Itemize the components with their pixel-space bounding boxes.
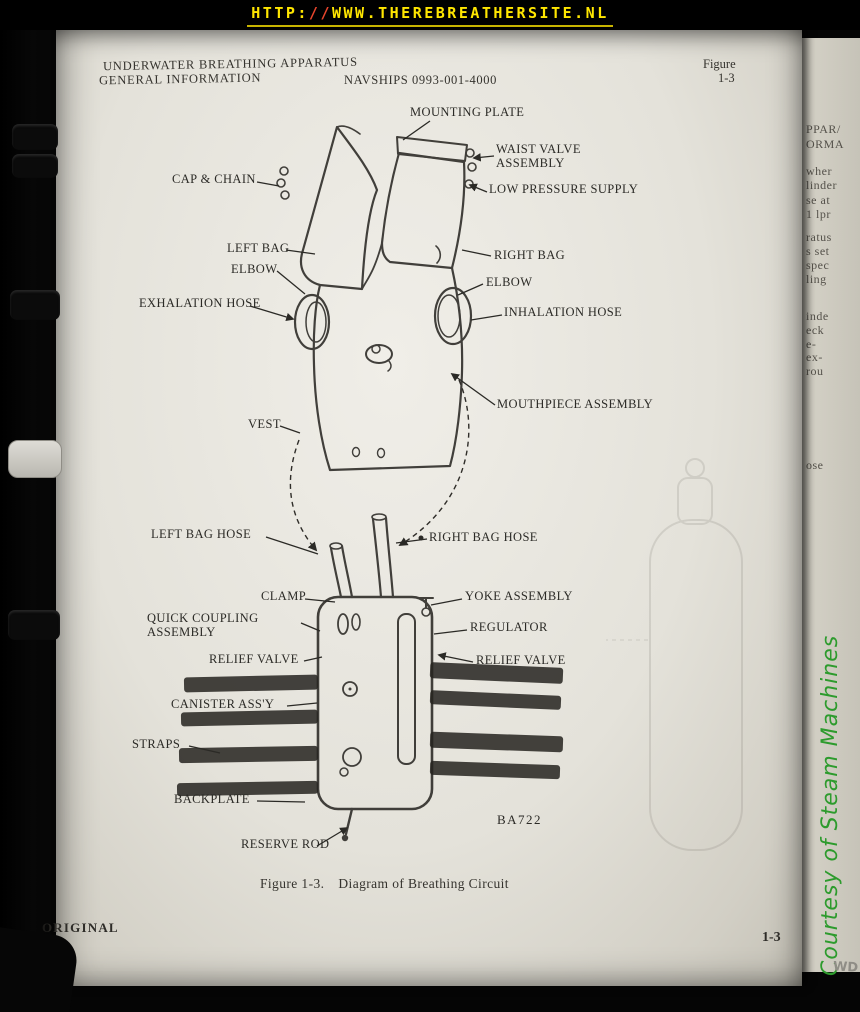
label-straps: STRAPS (132, 737, 181, 751)
binder-comb-tooth (8, 610, 60, 640)
corner-mark: WD (832, 959, 859, 976)
label-clamp: CLAMP (261, 589, 307, 603)
label-right-bag: RIGHT BAG (494, 248, 566, 262)
edge-text-fragment: e- (806, 337, 817, 351)
figure-number: 1-3 (718, 71, 735, 85)
footer-page-number: 1-3 (762, 930, 781, 945)
label-quick-coupling-assembly: QUICK COUPLING ASSEMBLY (147, 611, 259, 639)
edge-text-fragment: inde (806, 309, 829, 323)
footer-original: ORIGINAL (42, 920, 119, 935)
edge-text-fragment: ex- (806, 350, 823, 364)
url-slashes: // (308, 3, 332, 22)
manual-page (56, 28, 802, 986)
edge-text-fragment: eck (806, 323, 825, 337)
label-elbow-left: ELBOW (231, 262, 278, 276)
label-yoke-assembly: YOKE ASSEMBLY (465, 589, 573, 603)
label-waist-valve-assembly: WAIST VALVE ASSEMBLY (496, 142, 581, 170)
label-elbow-right: ELBOW (486, 275, 533, 289)
label-cap-and-chain: CAP & CHAIN (172, 172, 256, 186)
edge-text-fragment: se at (806, 193, 831, 207)
binder-comb-tooth (10, 290, 60, 320)
label-relief-valve-left: RELIEF VALVE (209, 652, 299, 666)
label-canister-assembly: CANISTER ASS'Y (171, 697, 275, 711)
edge-text-fragment: wher (806, 164, 832, 178)
doc-number: NAVSHIPS 0993-001-4000 (344, 73, 497, 87)
label-relief-valve-right: RELIEF VALVE (476, 653, 566, 667)
label-right-bag-hose: RIGHT BAG HOSE (429, 530, 538, 544)
caption-text: Diagram of Breathing Circuit (338, 876, 509, 891)
edge-text-fragment: PPAR/ (806, 122, 841, 136)
label-inhalation-hose: INHALATION HOSE (504, 305, 623, 319)
figure-caption: Figure 1-3. Diagram of Breathing Circuit (260, 876, 509, 892)
edge-text-fragment: linder (806, 178, 837, 192)
label-regulator: REGULATOR (470, 620, 548, 634)
edge-text-fragment: spec (806, 258, 830, 272)
label-reserve-rod: RESERVE ROD (241, 837, 330, 851)
underlying-page: PPAR/ ORMA wher linder se at 1 lpr ratus… (792, 38, 860, 972)
url-text: HTTP://WWW.THEREBREATHERSITE.NL (247, 3, 613, 27)
edge-text-fragment: 1 lpr (806, 207, 831, 221)
label-mounting-plate: MOUNTING PLATE (410, 105, 525, 119)
figure-word: Figure (703, 57, 736, 71)
url-host: WWW.THEREBREATHERSITE.NL (331, 3, 609, 22)
label-left-bag: LEFT BAG (227, 241, 290, 255)
edge-text-fragment: rou (806, 364, 824, 378)
binder-comb-tooth (12, 124, 58, 150)
caption-prefix: Figure 1-3. (260, 876, 325, 891)
binder-comb-tooth (12, 154, 58, 178)
doc-title-line2: GENERAL INFORMATION (98, 70, 262, 88)
edge-text-fragment: ratus (806, 230, 832, 244)
edge-text-fragment: ose (806, 458, 824, 472)
label-exhalation-hose: EXHALATION HOSE (139, 296, 261, 310)
label-low-pressure-supply: LOW PRESSURE SUPPLY (489, 182, 639, 196)
label-mouthpiece-assembly: MOUTHPIECE ASSEMBLY (497, 397, 654, 411)
url-banner: HTTP://WWW.THEREBREATHERSITE.NL (0, 0, 860, 30)
label-vest: VEST (248, 417, 281, 431)
courtesy-watermark: Courtesy of Steam Machines (818, 634, 843, 976)
label-left-bag-hose: LEFT BAG HOSE (151, 527, 252, 541)
binder-spine (0, 28, 54, 986)
edge-text-fragment: ling (806, 272, 827, 286)
binder-clip (8, 440, 62, 478)
url-prefix: HTTP: (251, 3, 309, 22)
label-backplate: BACKPLATE (174, 792, 250, 806)
edge-text-fragment: ORMA (806, 137, 845, 151)
label-drawing-code: BA722 (497, 812, 543, 827)
edge-text-fragment: s set (806, 244, 830, 258)
